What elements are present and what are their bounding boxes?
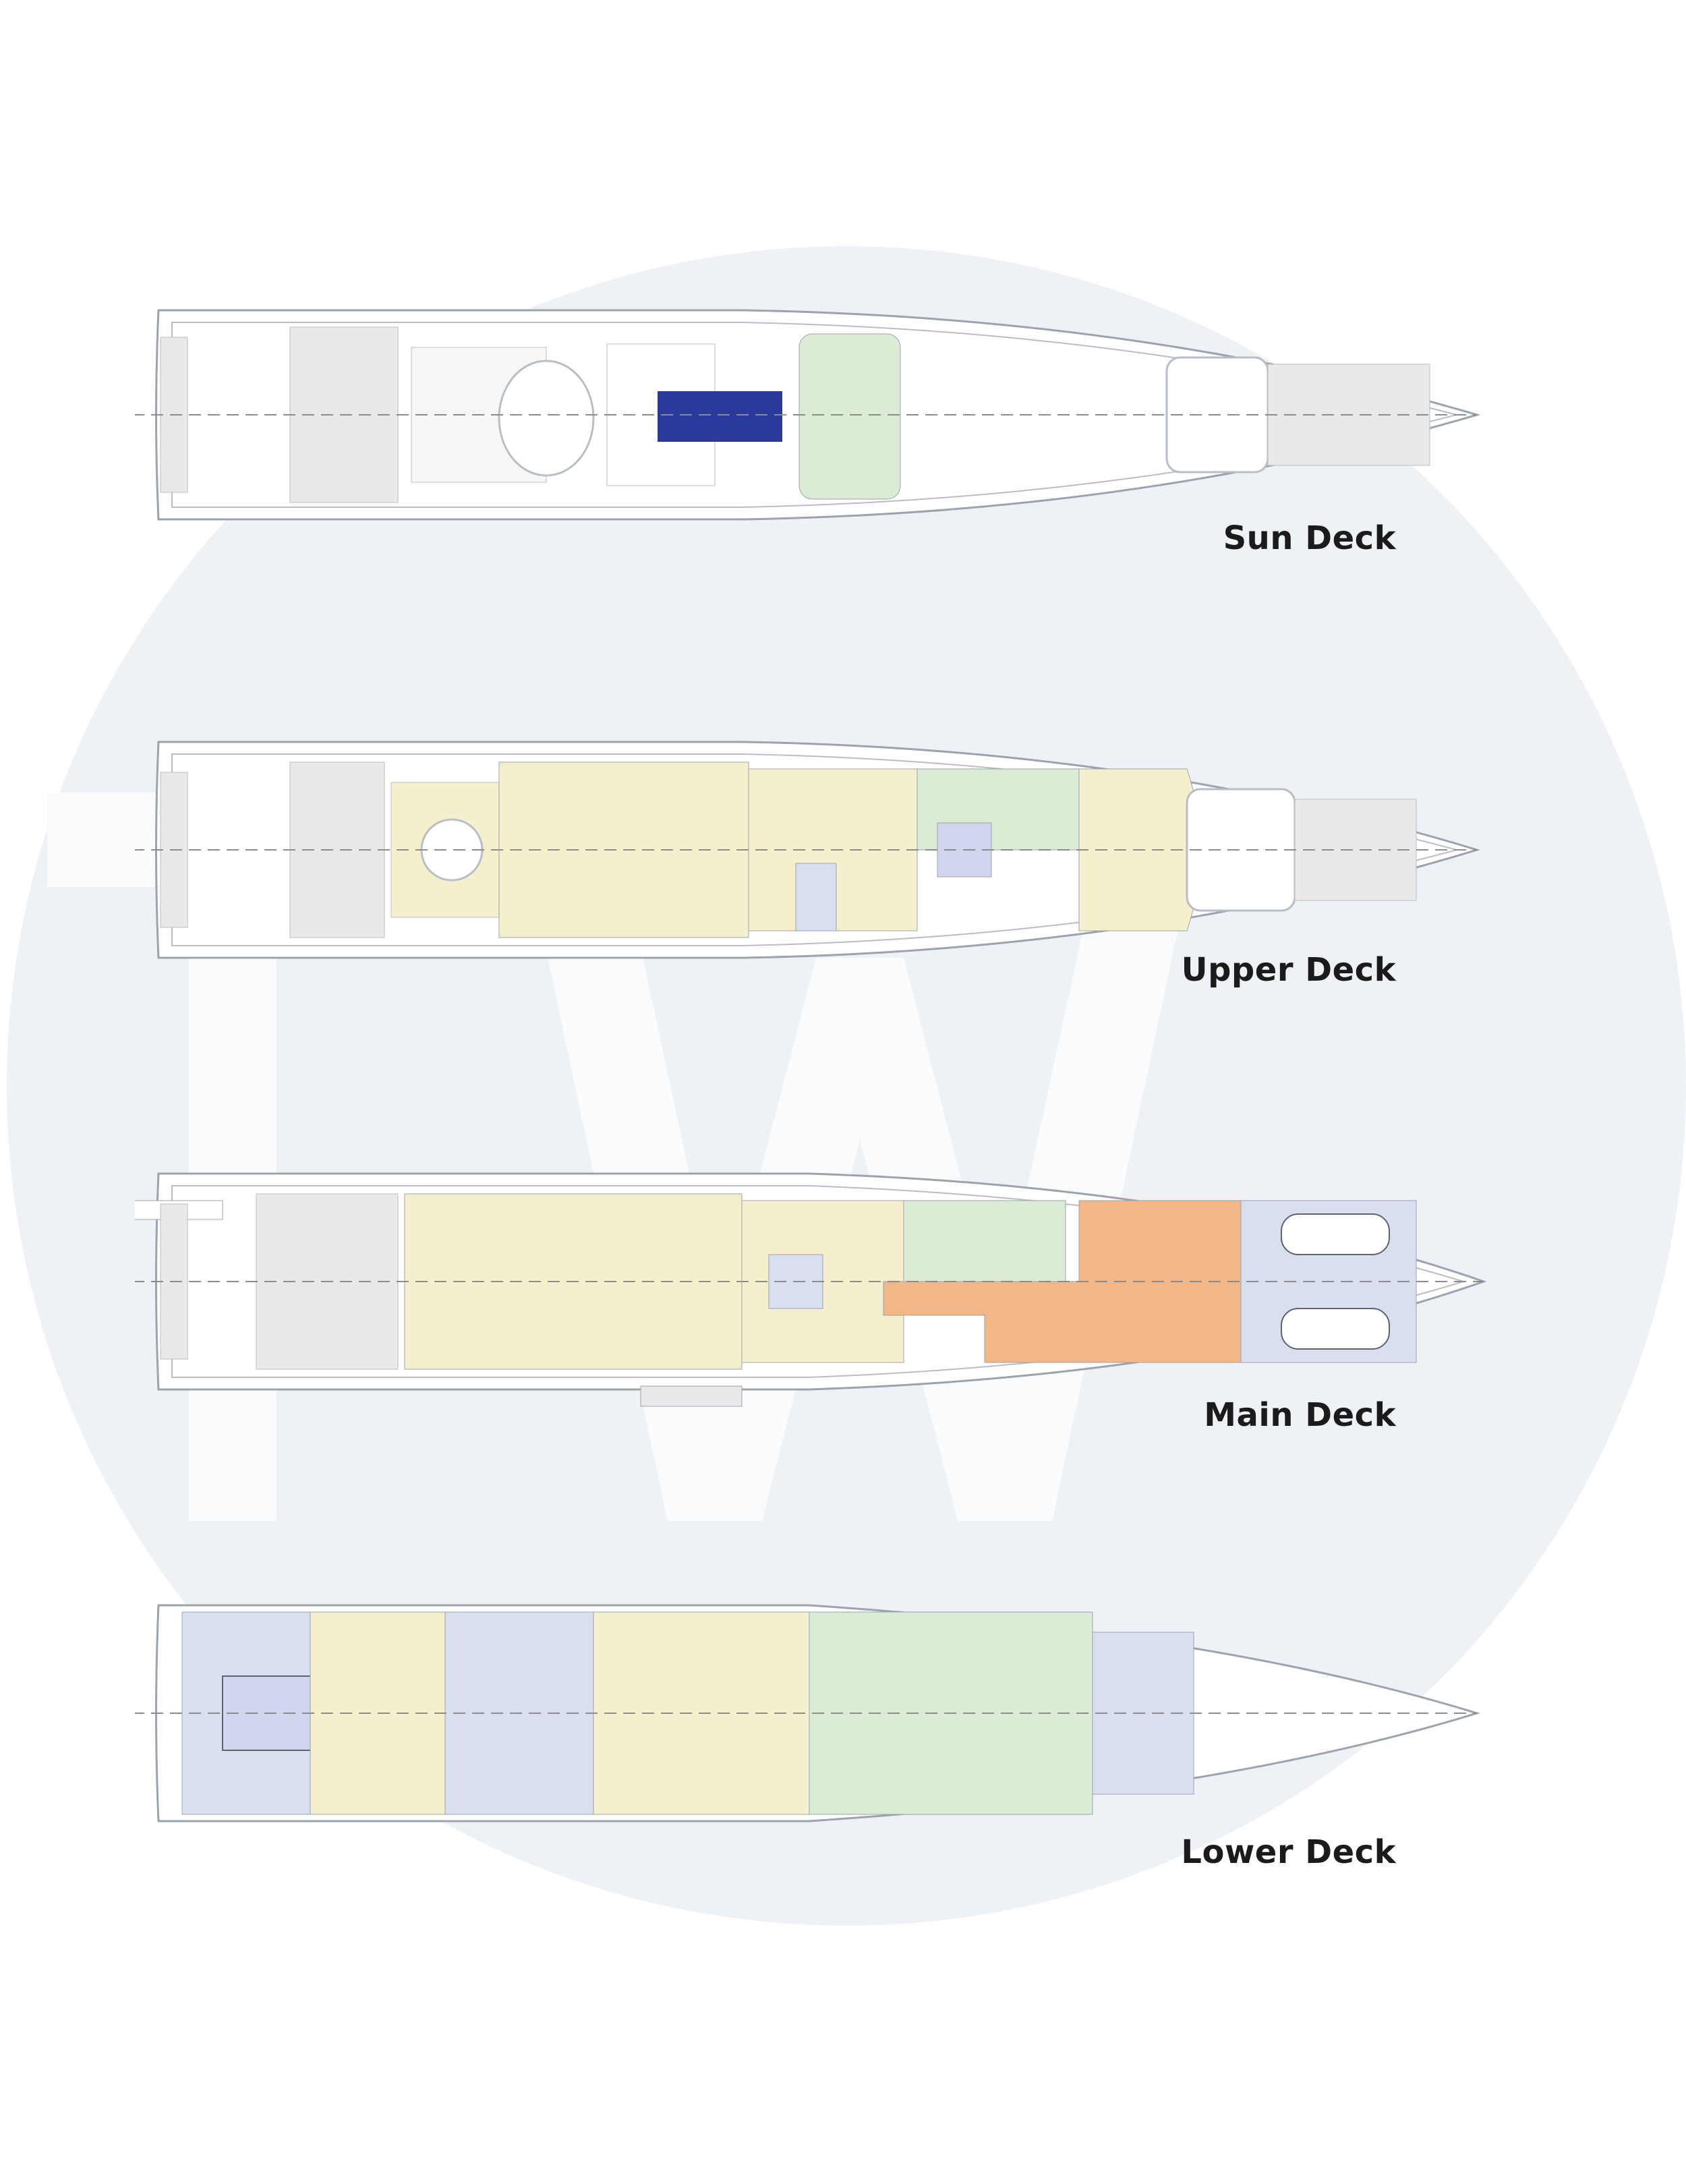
sun-deck-wheelhouse — [798, 333, 901, 500]
deck-label-lower: Lower Deck — [1181, 1833, 1396, 1871]
upper-staircase — [795, 863, 837, 931]
boarding-platform — [640, 1385, 743, 1407]
sun-deck: Sun Deck — [135, 283, 1497, 580]
lower-deck: Lower Deck — [135, 1592, 1497, 1889]
sun-deck-plan — [135, 309, 1481, 521]
main-deck-plan — [135, 1172, 1487, 1407]
deck-label-sun: Sun Deck — [1223, 519, 1396, 557]
pool — [658, 391, 782, 442]
main-deck: Main Deck — [135, 1147, 1497, 1443]
upper-service — [917, 768, 1080, 851]
tender-1 — [1281, 1213, 1390, 1255]
lower-deck-plan — [135, 1604, 1481, 1822]
deck-label-main: Main Deck — [1204, 1396, 1396, 1434]
deck-label-upper: Upper Deck — [1181, 951, 1396, 989]
foredeck-seating — [1186, 788, 1296, 912]
dining-table — [498, 360, 595, 477]
tender-2 — [1281, 1308, 1390, 1350]
upper-deck-plan — [135, 741, 1481, 959]
main-office — [903, 1200, 1066, 1282]
upper-deck: Upper Deck — [135, 715, 1497, 1012]
